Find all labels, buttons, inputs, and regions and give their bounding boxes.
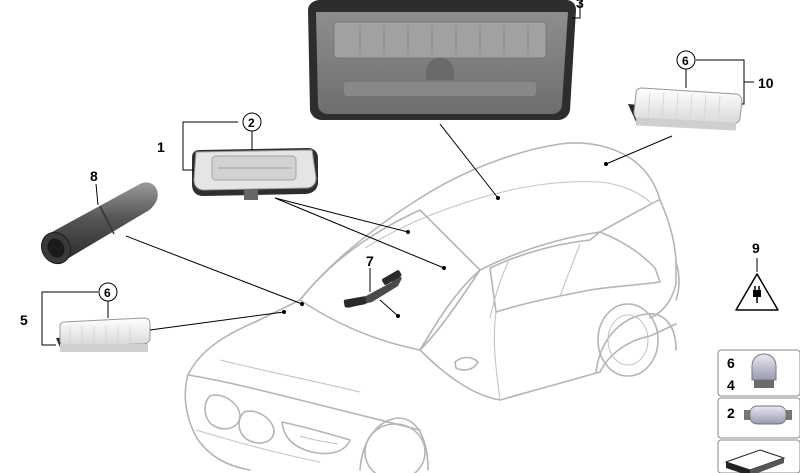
callout-7: 7 <box>366 253 374 269</box>
tube-part-8[interactable] <box>36 182 158 268</box>
footwell-light-part-5[interactable] <box>56 317 151 352</box>
callout-2: 2 <box>248 116 255 130</box>
page-reference-icon <box>724 449 786 473</box>
callout-10: 10 <box>758 75 774 91</box>
legend-number-4: 4 <box>727 377 735 393</box>
warning-triangle-plug-icon <box>735 273 779 311</box>
callout-circle-2 <box>242 112 262 132</box>
wedge-base-bulb-icon <box>751 353 777 388</box>
overhead-console-part-3[interactable] <box>308 0 576 120</box>
interior-light-part-1[interactable] <box>192 148 318 200</box>
vehicle-outline <box>184 142 680 473</box>
callout-6b: 6 <box>682 54 689 68</box>
callout-8: 8 <box>90 168 98 184</box>
legend-number-2: 2 <box>727 405 735 421</box>
cable-part-7[interactable] <box>343 270 402 308</box>
callout-3: 3 <box>576 0 584 11</box>
callout-5: 5 <box>20 312 28 328</box>
callout-9: 9 <box>752 240 760 256</box>
callout-circle-6b <box>676 50 696 70</box>
legend-number-6: 6 <box>727 355 735 371</box>
callout-circle-6a <box>98 282 118 302</box>
trunk-light-part-10[interactable] <box>628 87 743 131</box>
callout-6a: 6 <box>104 286 111 300</box>
callout-1: 1 <box>157 139 165 155</box>
bulb-legend <box>717 349 800 473</box>
festoon-bulb-icon <box>744 405 792 425</box>
